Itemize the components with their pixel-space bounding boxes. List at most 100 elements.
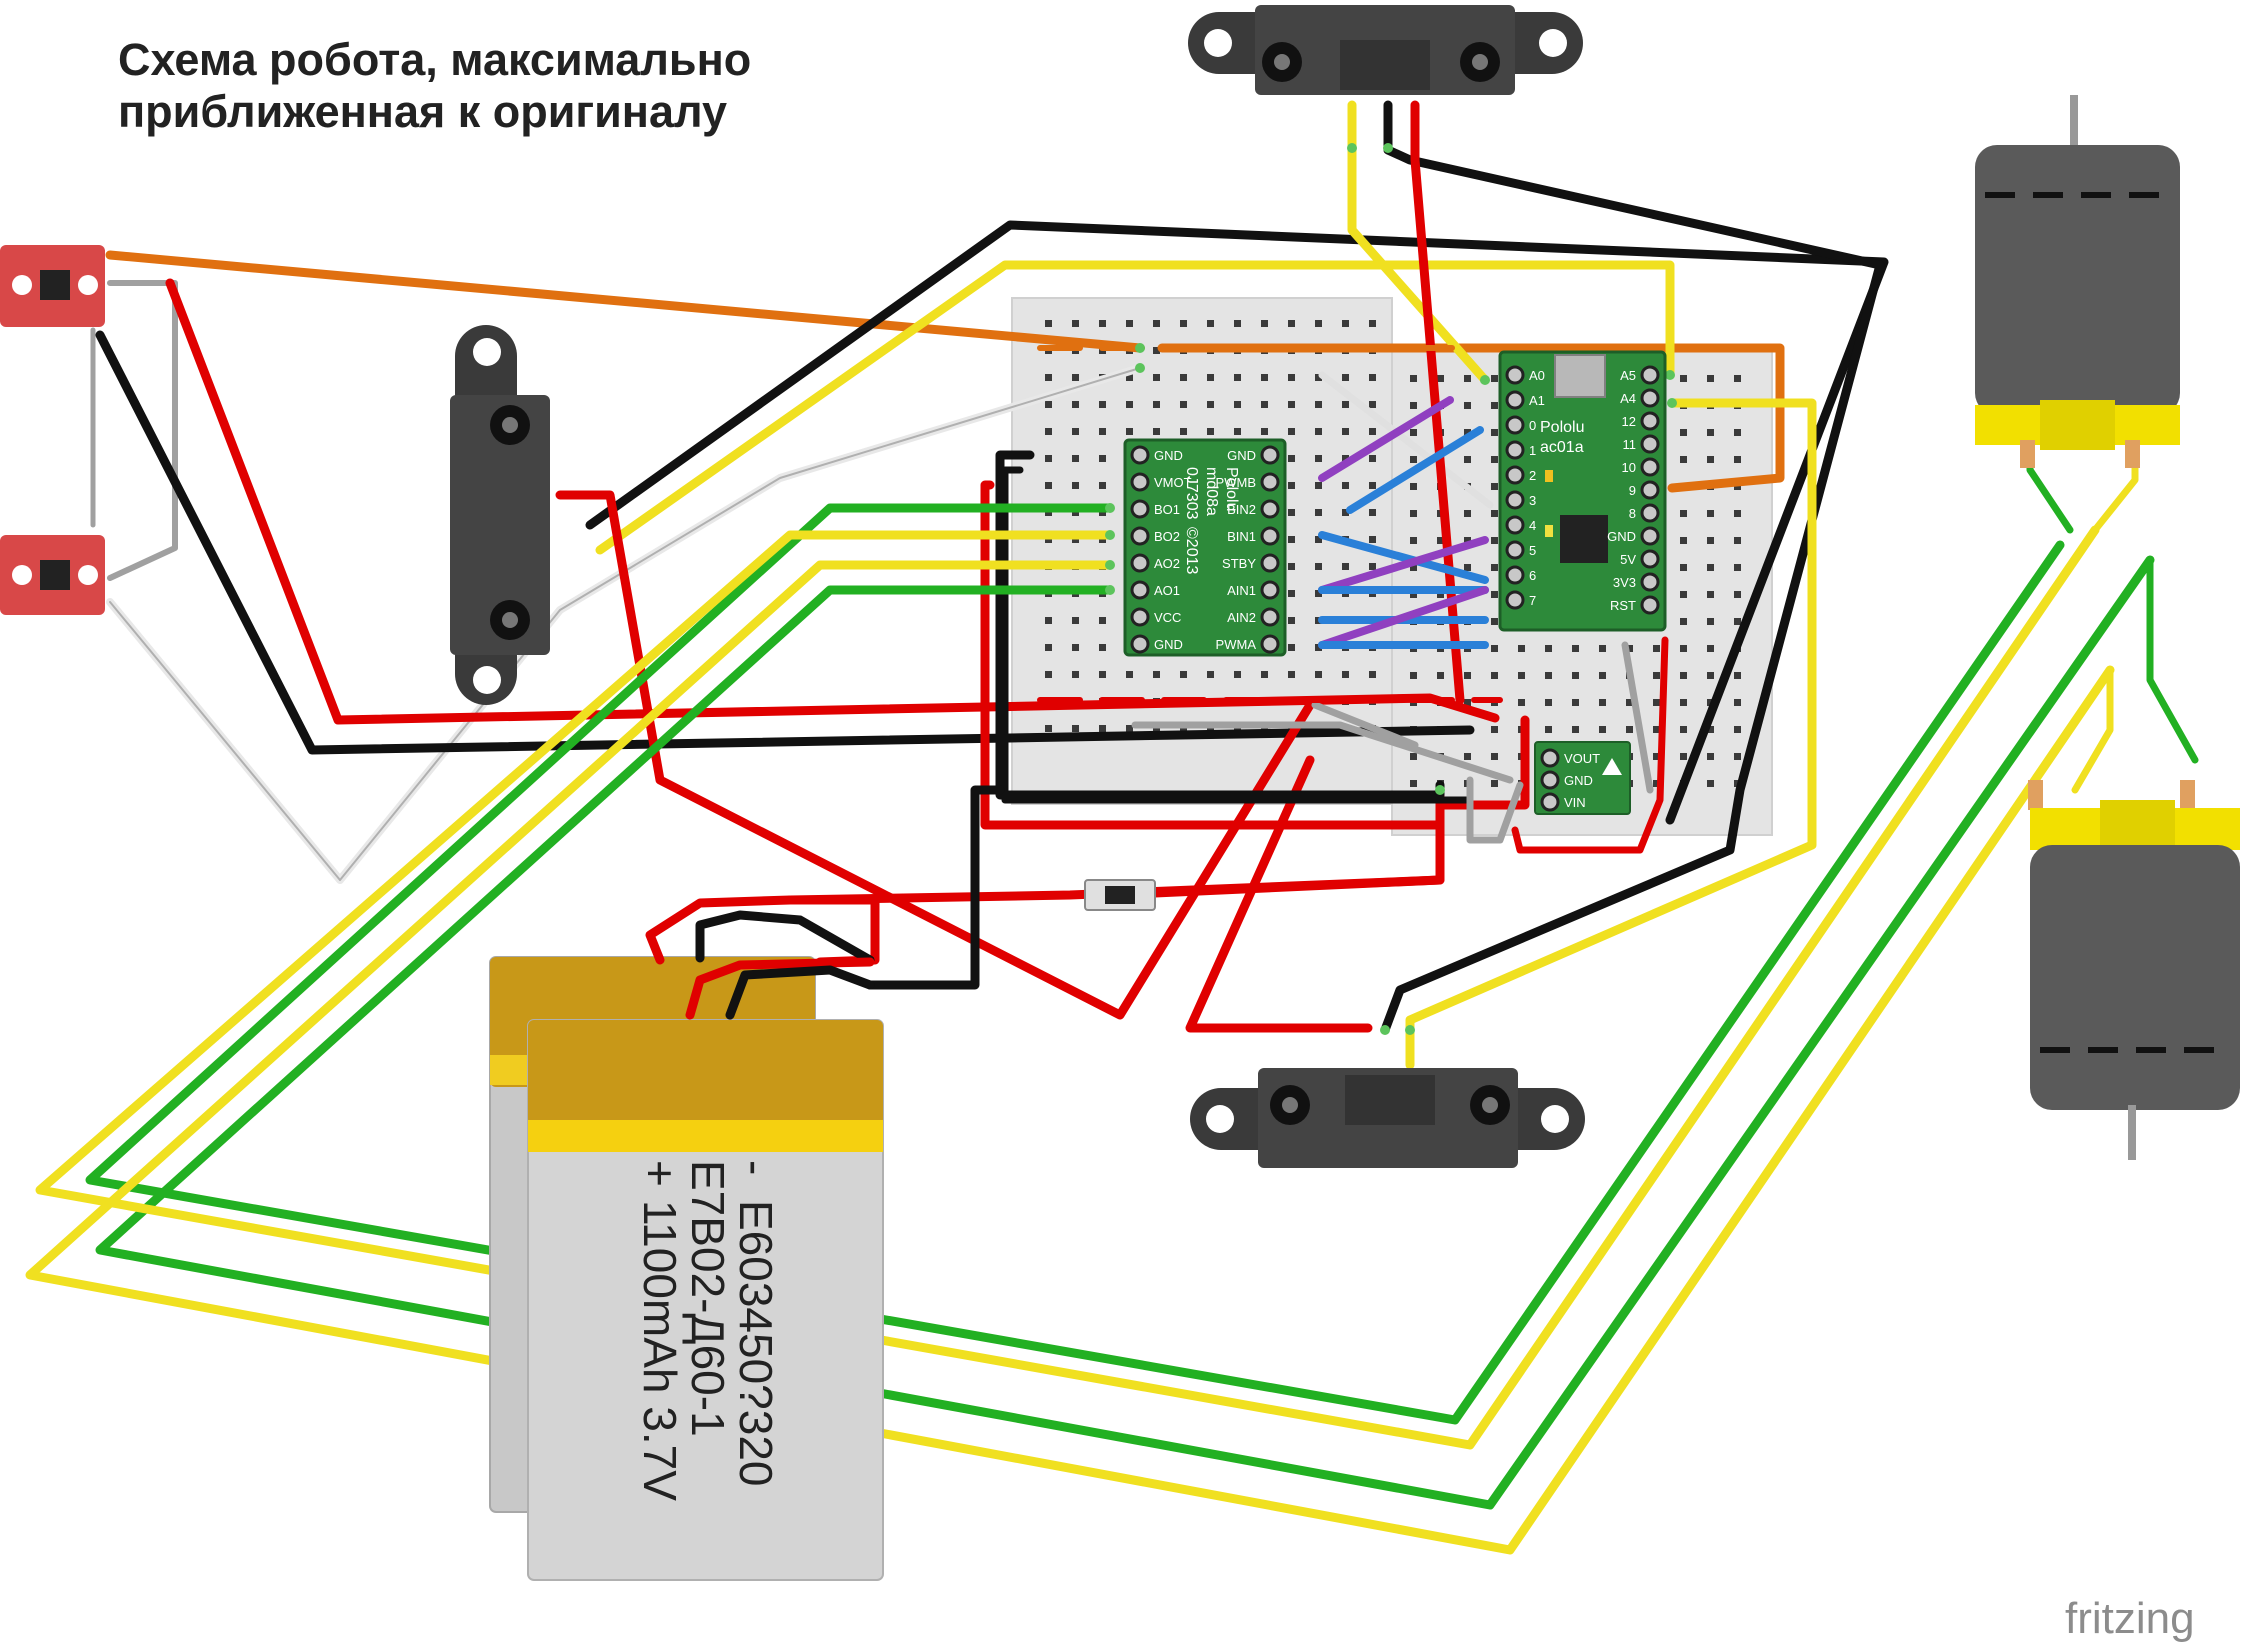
breadboard-hole bbox=[1342, 401, 1349, 408]
controller-right-pin-label: 5V bbox=[1620, 552, 1636, 567]
breadboard-hole bbox=[1491, 402, 1498, 409]
breadboard-hole bbox=[1072, 725, 1079, 732]
breadboard-hole bbox=[1680, 699, 1687, 706]
breadboard-hole bbox=[1315, 590, 1322, 597]
breadboard-hole bbox=[1464, 537, 1471, 544]
controller-left-pin-label: 1 bbox=[1529, 443, 1536, 458]
motor-driver-pins: GNDVMOTBO1BO2AO2AO1VCCGNDGNDPWMBBIN2BIN1… bbox=[1130, 445, 1280, 654]
regulator-pin-label: VIN bbox=[1564, 795, 1586, 810]
jumper-purple-3 bbox=[1318, 586, 1489, 649]
wire-black-battery bbox=[865, 785, 1005, 990]
breadboard-hole bbox=[1072, 644, 1079, 651]
battery-plus: + bbox=[634, 1160, 686, 1187]
breadboard-hole bbox=[1491, 483, 1498, 490]
jumper-blue-1 bbox=[1346, 426, 1484, 514]
breadboard-hole bbox=[1410, 510, 1417, 517]
breadboard-hole bbox=[1464, 510, 1471, 517]
breadboard-hole bbox=[1315, 671, 1322, 678]
mcu-chip bbox=[1560, 515, 1608, 563]
breadboard-hole bbox=[1315, 482, 1322, 489]
controller-left-pin-label: A0 bbox=[1529, 368, 1545, 383]
breadboard-hole bbox=[1288, 671, 1295, 678]
breadboard-hole bbox=[1545, 672, 1552, 679]
breadboard-hole bbox=[1707, 645, 1714, 652]
breadboard-hole bbox=[1288, 617, 1295, 624]
fritzing-logo: fritzing bbox=[2065, 1594, 2195, 1643]
battery-lead-red-1 bbox=[645, 895, 880, 967]
breadboard-hole bbox=[1680, 672, 1687, 679]
breadboard-hole bbox=[1410, 537, 1417, 544]
breadboard-hole bbox=[1072, 482, 1079, 489]
controller-left-pin-label: 4 bbox=[1529, 518, 1536, 533]
breadboard-hole bbox=[1234, 374, 1241, 381]
breadboard-hole bbox=[1099, 428, 1106, 435]
breadboard-hole bbox=[1369, 563, 1376, 570]
breadboard-hole bbox=[1315, 428, 1322, 435]
breadboard-hole bbox=[1045, 455, 1052, 462]
controller-left-pin bbox=[1505, 465, 1525, 485]
controller-text-model: ac01a bbox=[1540, 439, 1584, 456]
driver-left-pin bbox=[1130, 526, 1150, 546]
driver-left-pin bbox=[1130, 553, 1150, 573]
breadboard-hole bbox=[1734, 510, 1741, 517]
breadboard-hole bbox=[1315, 509, 1322, 516]
breadboard-hole bbox=[1153, 428, 1160, 435]
controller-right-pin-label: GND bbox=[1607, 529, 1636, 544]
driver-left-pin bbox=[1130, 634, 1150, 654]
controller-right-pin-label: A5 bbox=[1620, 368, 1636, 383]
jumper-purple-1 bbox=[1318, 396, 1454, 482]
breadboard-hole bbox=[1707, 726, 1714, 733]
breadboard-hole bbox=[1626, 726, 1633, 733]
wire-green-2 bbox=[95, 555, 2155, 1510]
breadboard-hole bbox=[1288, 590, 1295, 597]
battery-lead-black-1 bbox=[695, 910, 875, 965]
driver-text-model: md08a bbox=[1203, 467, 1220, 516]
breadboard-hole bbox=[1707, 780, 1714, 787]
battery-lead-black-2 bbox=[725, 965, 875, 1020]
breadboard-hole bbox=[1288, 320, 1295, 327]
breadboard-hole bbox=[1491, 456, 1498, 463]
controller-right-pin-label: 12 bbox=[1622, 414, 1636, 429]
status-led bbox=[1545, 470, 1553, 482]
breadboard-hole bbox=[1707, 753, 1714, 760]
controller-right-pin-label: 11 bbox=[1623, 437, 1637, 452]
breadboard-hole bbox=[1288, 644, 1295, 651]
breadboard-hole bbox=[1653, 645, 1660, 652]
breadboard-hole bbox=[1153, 374, 1160, 381]
breadboard-hole bbox=[1315, 644, 1322, 651]
controller-right-pin-label: 9 bbox=[1629, 483, 1636, 498]
controller-right-pin bbox=[1640, 411, 1660, 431]
breadboard-hole bbox=[1261, 320, 1268, 327]
breadboard-hole bbox=[1045, 482, 1052, 489]
wire-grey-reg bbox=[1131, 721, 1514, 784]
battery-front: - E603450?320 E7B02-Д60-1 + 1100mAh 3.7V bbox=[527, 1019, 884, 1581]
wire-yellow-top bbox=[595, 260, 1675, 555]
breadboard-hole bbox=[1045, 401, 1052, 408]
breadboard-hole bbox=[1288, 401, 1295, 408]
breadboard-hole bbox=[1288, 455, 1295, 462]
battery-line-3: 1100mAh 3.7V bbox=[634, 1200, 686, 1501]
power-switch bbox=[1084, 879, 1156, 911]
breadboard-hole bbox=[1315, 320, 1322, 327]
controller-text-brand: Pololu bbox=[1540, 419, 1584, 436]
driver-right-pin-label: AIN1 bbox=[1227, 583, 1256, 598]
breadboard-hole bbox=[1518, 645, 1525, 652]
jumper-purple-2 bbox=[1318, 536, 1489, 594]
breadboard-hole bbox=[1491, 564, 1498, 571]
controller-right-pin bbox=[1640, 388, 1660, 408]
driver-right-pin-label: BIN2 bbox=[1227, 502, 1256, 517]
jumper-blue-2 bbox=[1318, 531, 1489, 584]
breadboard-hole bbox=[1734, 375, 1741, 382]
breadboard-hole bbox=[1653, 672, 1660, 679]
controller-left-pin-label: 3 bbox=[1529, 493, 1536, 508]
breadboard-hole bbox=[1464, 564, 1471, 571]
controller-right-pin-label: RST bbox=[1610, 598, 1636, 613]
breadboard-hole bbox=[1099, 401, 1106, 408]
wire-endpoints bbox=[1105, 143, 1677, 1035]
driver-right-pin-label: PWMB bbox=[1216, 475, 1256, 490]
breadboard-hole bbox=[1545, 726, 1552, 733]
breadboard-hole bbox=[1464, 699, 1471, 706]
breadboard-hole bbox=[1342, 509, 1349, 516]
breadboard-hole bbox=[1707, 591, 1714, 598]
regulator-pin bbox=[1540, 748, 1560, 768]
